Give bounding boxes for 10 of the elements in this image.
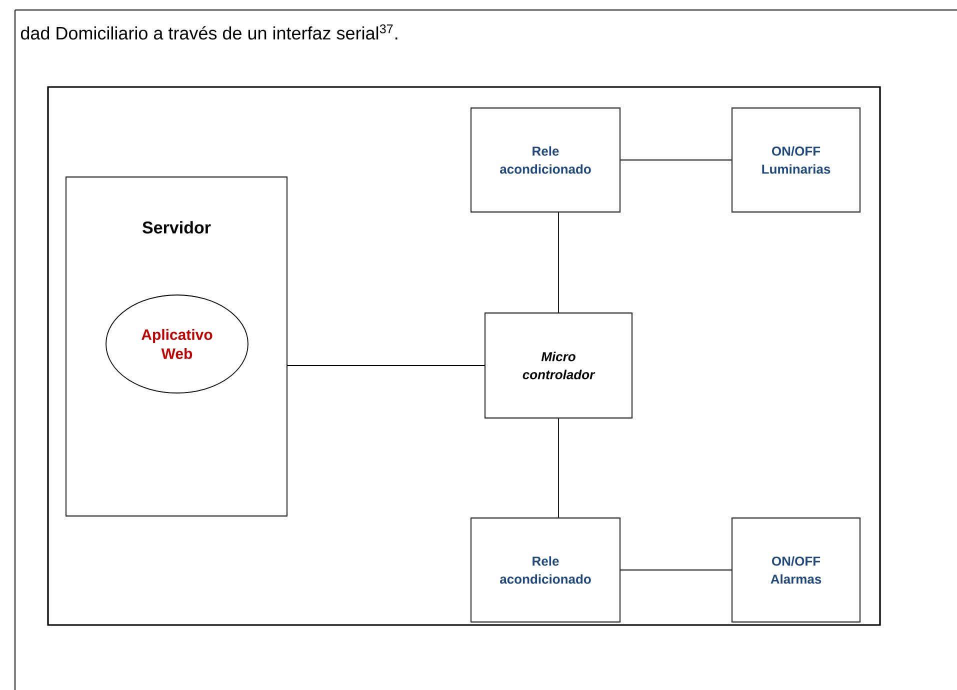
connector-line: [558, 418, 559, 518]
body-text: dad Domiciliario a través de un interfaz serial$^{37}$.: [20, 24, 398, 40]
process-box: Rele acondicionado: [470, 518, 620, 622]
process-box: Rele acondicionado: [470, 108, 620, 212]
connector-line: [287, 365, 485, 366]
microcontroller-box: Micro controlador: [484, 312, 632, 418]
connector-line: [558, 212, 559, 313]
process-box: ON/OFF Luminarias: [732, 108, 860, 212]
diagram-frame: [47, 86, 881, 626]
process-box: ON/OFF Alarmas: [732, 518, 860, 622]
